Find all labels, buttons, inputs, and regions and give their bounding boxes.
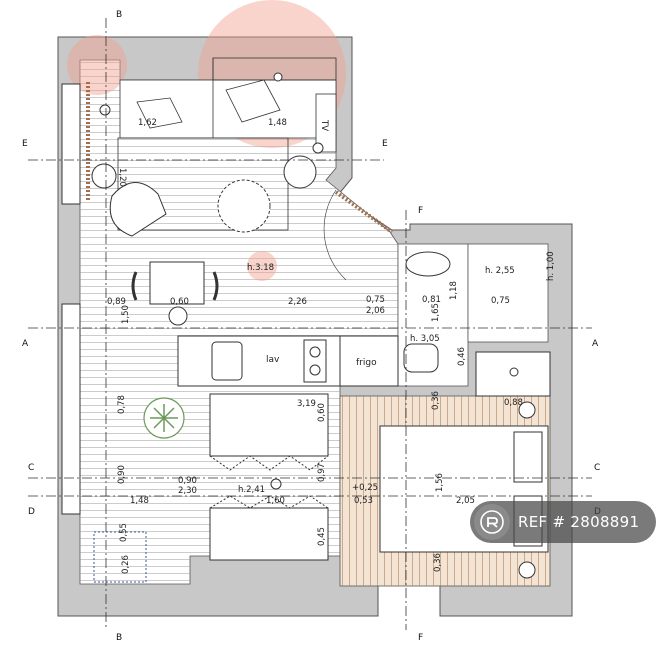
bedside-lamp-top <box>518 401 536 419</box>
pillow-right <box>225 79 281 123</box>
dim-026: 0,26 <box>121 555 131 574</box>
section-label-b-top: B <box>116 10 122 20</box>
dim-060: 0,60 <box>170 297 189 307</box>
dim-046: 0,46 <box>457 347 467 366</box>
dim-bed-right: 1,48 <box>268 118 287 128</box>
bedside-lamp-bottom <box>518 561 536 579</box>
dim-230: 2,30 <box>178 486 197 496</box>
sofa-lower <box>209 507 329 561</box>
dim-045: 0,45 <box>317 527 327 546</box>
dim-118: 1,18 <box>449 281 459 300</box>
label-frigo: frigo <box>356 358 377 368</box>
dim-036-top: 0,36 <box>431 391 441 410</box>
label-lav: lav <box>266 355 280 365</box>
section-label-b-bottom: B <box>116 633 122 643</box>
dim-060-sofa: 0,60 <box>317 403 327 422</box>
dim-319: 3,19 <box>297 399 316 409</box>
dim-053: 0,53 <box>354 496 373 506</box>
dim-165: 1,65 <box>431 303 441 322</box>
coffee-table <box>217 179 271 233</box>
dim-206: 2,06 <box>366 306 385 316</box>
dim-205: 2,05 <box>456 496 475 506</box>
dining-stool <box>168 306 188 326</box>
label-height-318: h.3.18 <box>247 263 274 273</box>
closet-floor <box>467 243 549 343</box>
label-height-100: h. 1,00 <box>546 251 556 281</box>
label-tv: TV <box>319 119 329 131</box>
dim-078: 0,78 <box>117 395 127 414</box>
tv-unit <box>315 93 337 153</box>
pillow-left <box>136 97 183 129</box>
dim-097: 0,97 <box>317 463 327 482</box>
dining-table <box>149 261 205 305</box>
label-height-305: h. 3,05 <box>410 334 440 344</box>
dim-150: 1,50 <box>121 305 131 324</box>
dim-090-vertical: 0,90 <box>117 465 127 484</box>
section-label-c-right: C <box>594 463 600 473</box>
stove <box>303 339 327 383</box>
washbasin <box>405 251 451 277</box>
dim-088: 0,88 <box>504 398 523 408</box>
section-label-f-top: F <box>418 206 423 216</box>
entrance-door-swing <box>323 189 347 281</box>
dim-081: 0,81 <box>422 295 441 305</box>
label-height-255: h. 2,55 <box>485 266 515 276</box>
reference-text: REF # 2808891 <box>518 513 640 531</box>
wardrobe-dashed <box>93 531 147 583</box>
section-label-f-bottom: F <box>418 633 423 643</box>
armchair <box>109 182 167 237</box>
section-label-c-left: C <box>28 463 34 473</box>
toilet <box>403 343 439 373</box>
section-label-a-right: A <box>592 339 599 349</box>
dim-025: +0,25 <box>352 483 378 493</box>
dim-075: 0,75 <box>366 295 385 305</box>
dim-090: 0,90 <box>178 476 197 486</box>
dim-armchair: 1,20 <box>117 168 127 187</box>
dim-bed-left: 1,62 <box>138 118 157 128</box>
dim-036-bottom: 0,36 <box>433 553 443 572</box>
section-label-e-right: E <box>382 139 388 149</box>
dim-089: 0,89 <box>107 297 126 307</box>
sofa <box>209 393 329 457</box>
dim-226: 2,26 <box>288 297 307 307</box>
loft-ladder <box>117 137 289 231</box>
round-stool-right <box>283 155 317 189</box>
dim-160: 1,60 <box>266 496 285 506</box>
shower-tray <box>475 351 551 397</box>
round-stool-left <box>91 163 117 189</box>
lamp-icon <box>99 104 111 116</box>
highlight-circle-corner <box>67 35 127 95</box>
dim-075-closet: 0,75 <box>491 296 510 306</box>
label-height-241: h.2,41 <box>238 485 265 495</box>
section-label-a-left: A <box>22 339 29 349</box>
highlight-circle-height <box>247 251 277 281</box>
section-label-e-left: E <box>22 139 28 149</box>
reference-watermark: REF # 2808891 <box>470 501 656 543</box>
camera-logo-icon <box>474 504 510 540</box>
window-top-left <box>61 83 81 205</box>
dim-148: 1,48 <box>130 496 149 506</box>
section-label-d-left: D <box>28 507 35 517</box>
dim-156: 1,56 <box>435 473 445 492</box>
sink <box>211 341 243 381</box>
dim-055: 0,55 <box>119 523 129 542</box>
window-bottom-left <box>61 303 81 515</box>
